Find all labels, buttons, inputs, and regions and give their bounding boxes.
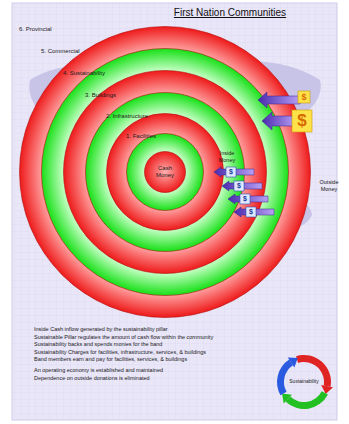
note-line: Sustainable Pillar regulates the amount … (34, 334, 272, 341)
cycle-icon: Sustainability (276, 354, 332, 410)
illustration-part (246, 207, 256, 217)
ring-band: Cash Money 1. Facilities (126, 133, 204, 211)
ring-label: 4. Sustainability (63, 70, 105, 77)
note-line: Inside Cash inflow generated by the sust… (34, 326, 272, 333)
dollar-sign: $ (246, 207, 256, 217)
ring-disc (42, 49, 289, 296)
ring-band: Cash Money (144, 151, 186, 193)
ring-label: 2. Infrastructure (106, 113, 148, 120)
title: First Nation Communities (140, 7, 320, 19)
cycle-arrowhead (282, 394, 292, 404)
ring-disc (145, 152, 186, 193)
ring-label: 1. Facilities (126, 133, 156, 140)
note-line: Band members earn and pay for facilities… (34, 356, 272, 363)
ring-label: 3. Buildings (85, 92, 116, 99)
ring-band: Cash Money 1. Facilities 2. Infrastructure… (63, 70, 267, 274)
ring-disc (107, 114, 224, 231)
dollar-sign: $ (226, 167, 236, 177)
illustration-part (222, 181, 262, 191)
cycle-arrowhead (288, 357, 298, 367)
illustration-part (277, 355, 333, 409)
illustration-part (234, 181, 244, 191)
note-line: An operating economy is established and … (34, 367, 272, 374)
panel (12, 3, 337, 420)
ring-disc (86, 93, 245, 252)
center-label: Cash Money (151, 165, 179, 179)
illustration-part (214, 167, 254, 177)
ring-band: Cash Money 1. Facilities 2. Infrastructure… (41, 48, 289, 296)
icon-label: Sustainability (289, 379, 318, 385)
ring-band: Cash Money 1. Facilities 2. Infrastructure… (85, 92, 245, 252)
dollar-sign: $ (292, 110, 312, 132)
cycle-arc (277, 359, 293, 395)
dollar-sign: $ (240, 194, 250, 204)
illustration-part (262, 112, 296, 130)
illustration-part (226, 167, 236, 177)
note-line: Sustainability backs and spends monies f… (34, 341, 272, 348)
illustration-part (240, 194, 250, 204)
illustration-part (292, 110, 312, 132)
illustration-part (228, 194, 268, 204)
ring-label: 6. Provincial (19, 26, 52, 33)
flow-label: Inside Money (212, 150, 242, 164)
ring-disc (20, 27, 311, 318)
flow-label: Outside Money (314, 179, 344, 193)
illustration-part (234, 207, 274, 217)
ring-disc (127, 134, 204, 211)
ring-band: Cash Money 1. Facilities 2. Infrastructure… (19, 26, 311, 318)
illustration-part (258, 92, 300, 108)
dollar-sign: $ (234, 181, 244, 191)
flow-arrows (214, 92, 300, 217)
note-line: Sustainability Charges for facilities, i… (34, 349, 272, 356)
ring-label: 5. Commercial (41, 48, 80, 55)
ring-disc (64, 71, 267, 274)
ring-band: Cash Money 1. Facilities 2. Infrastructure (106, 113, 224, 231)
money-boxes (226, 91, 312, 217)
grid (12, 3, 337, 420)
cycle-arc (285, 391, 328, 409)
dollar-sign: $ (298, 91, 310, 103)
note-line: Dependence on outside donations is elimi… (34, 375, 272, 382)
illustration-part (298, 91, 310, 103)
